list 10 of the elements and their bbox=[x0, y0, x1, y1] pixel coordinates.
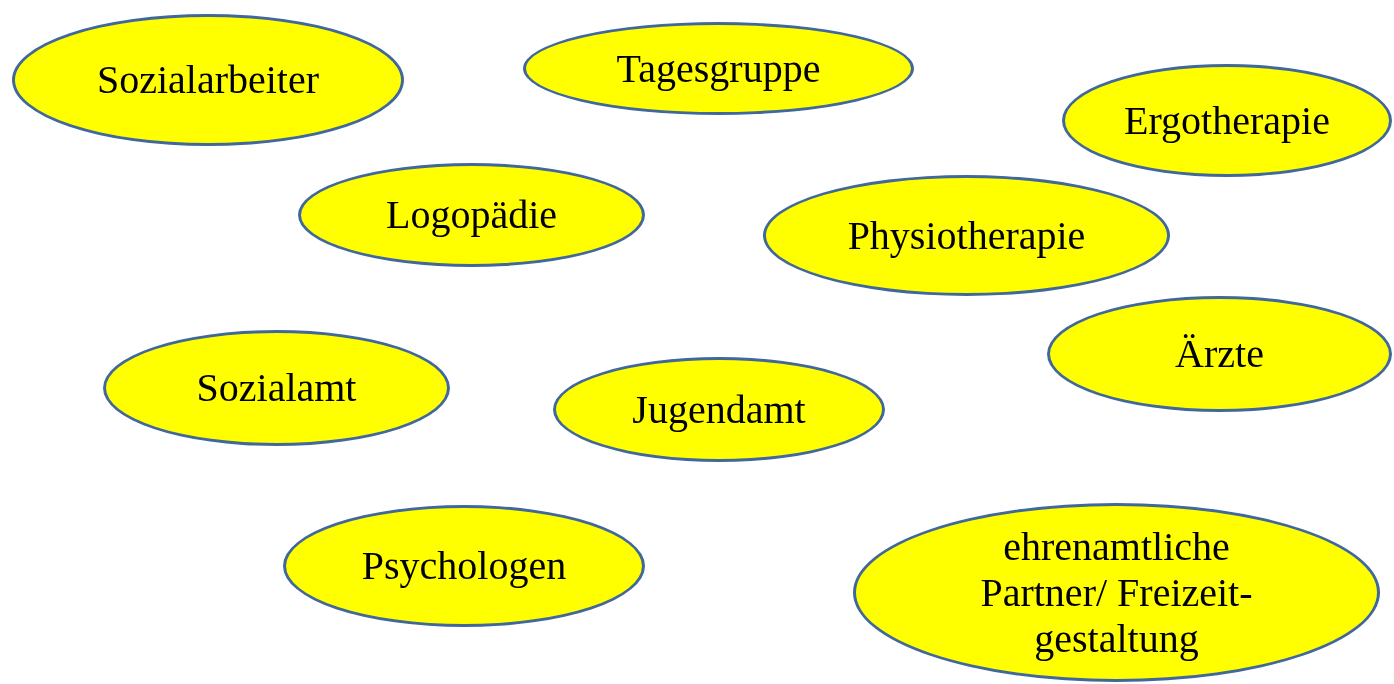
node-label: Sozialamt bbox=[196, 365, 357, 411]
node-label: Tagesgruppe bbox=[616, 45, 821, 92]
node-label: Ärzte bbox=[1175, 331, 1264, 377]
node-label: Physiotherapie bbox=[847, 212, 1086, 259]
node-label: Jugendamt bbox=[632, 386, 806, 433]
node-label: Ergotherapie bbox=[1124, 97, 1330, 144]
node-label: ehrenamtliche Partner/ Freizeit- gestaltung bbox=[979, 523, 1254, 662]
node-label: Sozialarbeiter bbox=[96, 57, 320, 103]
node-label: Psychologen bbox=[361, 543, 567, 589]
node-label: Logopädie bbox=[385, 192, 558, 238]
